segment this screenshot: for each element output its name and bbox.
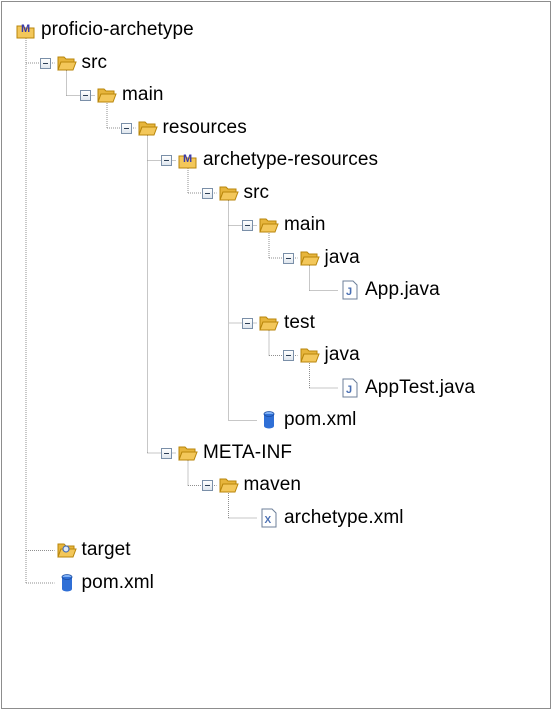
tree-item-label: App.java [365, 279, 440, 300]
tree-item[interactable]: J App.java [340, 275, 440, 305]
tree-item[interactable]: main [97, 80, 164, 110]
tree-item-label: maven [243, 474, 302, 495]
tree-item-label: archetype.xml [284, 506, 404, 528]
tree-item-label: main [122, 84, 164, 105]
folder-open-icon [97, 85, 117, 105]
target-folder-icon [56, 540, 77, 560]
folder-open-icon [137, 118, 158, 138]
tree-item[interactable]: J AppTest.java [340, 373, 475, 403]
collapse-toggle[interactable] [161, 155, 172, 166]
tree-item-label: archetype-resources [203, 149, 379, 170]
folder-open-icon [259, 215, 279, 235]
tree-item-label: main [284, 214, 326, 235]
maven-project-icon: M [178, 150, 198, 170]
svg-text:M: M [21, 23, 30, 35]
folder-open-icon [56, 53, 77, 73]
collapse-toggle[interactable] [39, 57, 51, 69]
svg-text:M: M [183, 153, 192, 165]
folder-open-icon [218, 183, 239, 203]
collapse-toggle[interactable] [161, 447, 172, 459]
tree-item-label: java [324, 344, 360, 365]
xml-file-icon: X [259, 508, 279, 528]
tree-item[interactable]: maven [218, 470, 302, 500]
tree-item[interactable]: src [218, 178, 270, 208]
tree-item[interactable]: pom.xml [57, 568, 155, 598]
folder-open-icon [178, 443, 198, 463]
tree-item[interactable]: resources [137, 113, 247, 143]
tree-item-label: pom.xml [81, 571, 154, 593]
tree-item[interactable]: java [299, 340, 360, 370]
svg-text:X: X [265, 515, 272, 526]
tree-item[interactable]: java [299, 243, 360, 273]
tree-item-label: java [324, 246, 360, 268]
tree-item[interactable]: test [259, 308, 315, 338]
collapse-toggle[interactable] [120, 122, 132, 134]
tree-item[interactable]: target [56, 535, 131, 565]
collapse-toggle[interactable] [282, 350, 294, 361]
collapse-toggle[interactable] [201, 187, 213, 199]
tree-item-label: META-INF [203, 441, 293, 463]
tree-item-label: src [81, 51, 108, 73]
collapse-toggle[interactable] [80, 90, 91, 101]
folder-open-icon [299, 345, 320, 365]
tree-item[interactable]: META-INF [178, 438, 292, 468]
folder-open-icon [218, 475, 239, 495]
svg-text:J: J [346, 384, 352, 396]
collapse-toggle[interactable] [242, 317, 253, 329]
collapse-toggle[interactable] [201, 480, 213, 491]
collapse-toggle[interactable] [282, 252, 294, 264]
folder-open-icon [259, 313, 279, 333]
tree-item-label: test [284, 311, 316, 333]
tree-item-label: AppTest.java [365, 376, 475, 398]
tree-item-label: target [81, 539, 131, 560]
tree-item[interactable]: main [259, 210, 326, 240]
svg-text:J: J [346, 286, 352, 298]
collapse-toggle[interactable] [242, 220, 253, 231]
java-file-icon: J [340, 280, 360, 300]
tree-item[interactable]: src [56, 48, 108, 78]
pom-file-icon [259, 410, 279, 430]
java-file-icon: J [340, 378, 360, 398]
tree-item[interactable]: pom.xml [259, 405, 357, 435]
pom-file-icon [57, 573, 77, 593]
tree-item-label: resources [162, 116, 247, 138]
tree-item-label: pom.xml [284, 409, 357, 430]
maven-project-icon: M [16, 20, 36, 40]
tree-item-label: proficio-archetype [41, 19, 194, 40]
folder-open-icon [299, 248, 320, 268]
tree-item-label: src [243, 181, 270, 203]
